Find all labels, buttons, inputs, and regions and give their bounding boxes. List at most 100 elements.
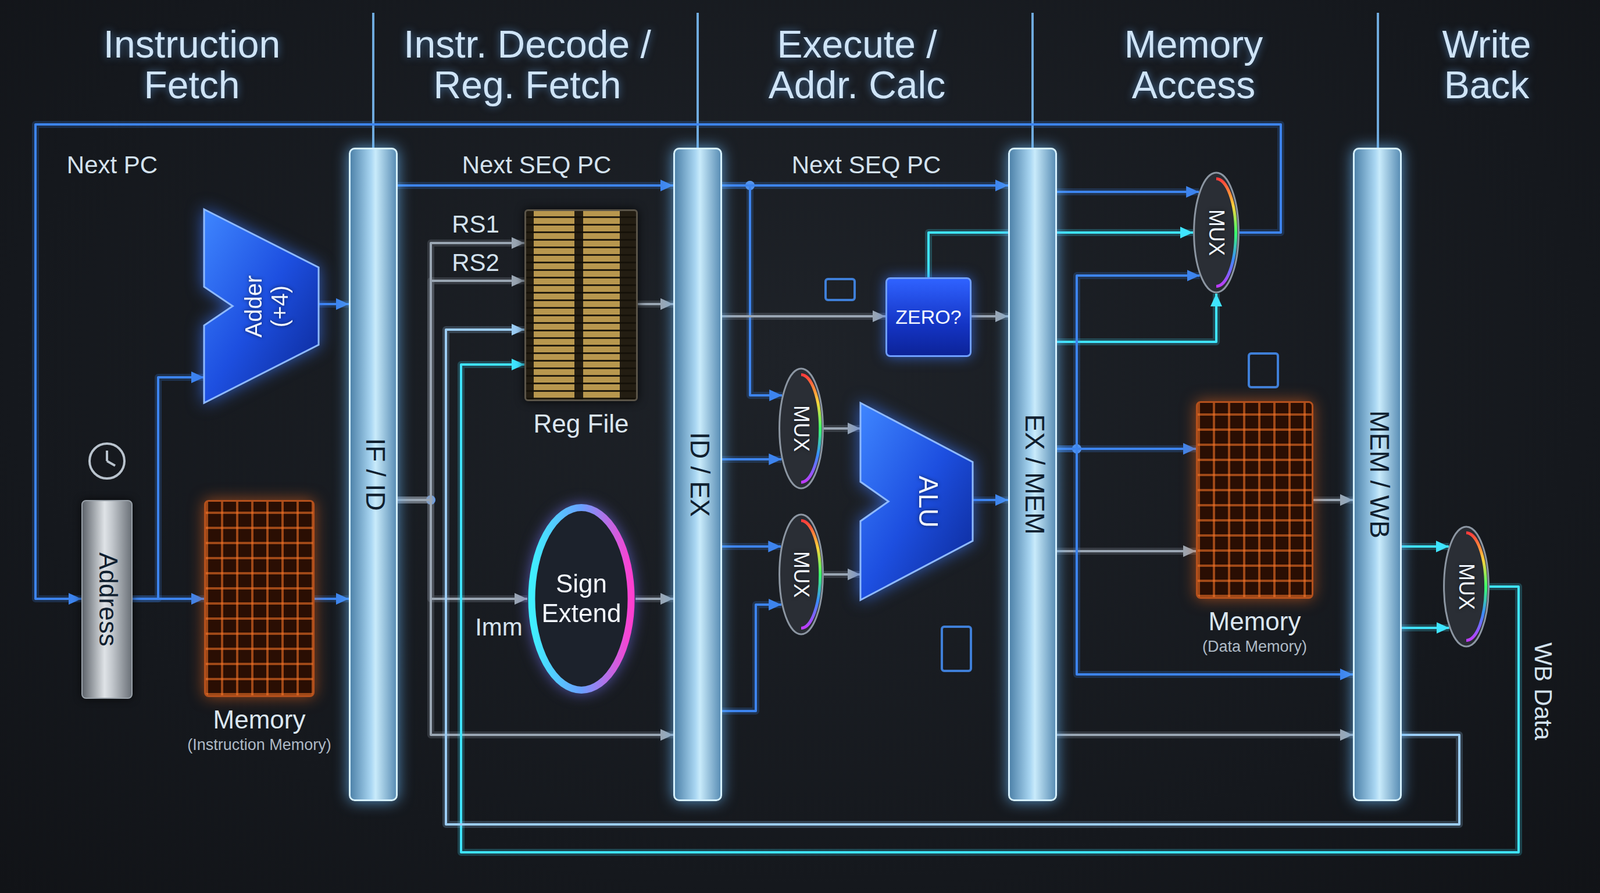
connector (823, 574, 861, 575)
divider-line (1376, 12, 1380, 148)
connector (1056, 293, 1217, 342)
connector-line (722, 604, 782, 712)
multiplexer: MUX (1193, 171, 1240, 294)
connector-line (972, 498, 1009, 502)
component-title: Reg File (453, 408, 710, 440)
connector-line (722, 315, 886, 318)
node-label: Adder (+4) (241, 259, 294, 353)
document-icon (941, 626, 971, 671)
component-subtitle: (Data Memory) (1126, 637, 1383, 656)
signal-label: Next SEQ PC (462, 151, 612, 179)
signal-label: RS1 (451, 211, 500, 238)
connector-glow (1401, 624, 1450, 632)
node-label: Sign Extend (533, 569, 630, 628)
connector (1056, 191, 1199, 193)
pc-register: Address (81, 500, 133, 699)
chevron-fill (860, 402, 973, 600)
connector (635, 598, 674, 600)
connector-line (1401, 626, 1450, 630)
connector-glow (1056, 188, 1199, 196)
clock-face (89, 443, 125, 479)
connector-glow (823, 425, 861, 432)
node-label: MEM / WB (1363, 410, 1395, 539)
alu-unit: ALU (860, 402, 973, 600)
zero-test: ZERO? (885, 277, 972, 357)
signal-label: Imm (475, 613, 523, 641)
connector-glow (722, 185, 782, 396)
connector (314, 598, 349, 600)
connector-glow (722, 312, 886, 320)
connector (1401, 627, 1450, 629)
pipeline-register: EX / MEM (1008, 147, 1057, 802)
signal-label: RS2 (451, 249, 500, 277)
signal-label: Next PC (66, 151, 158, 179)
connector-line (1056, 293, 1217, 342)
connector-line (823, 427, 861, 430)
node-label: ZERO? (888, 305, 969, 329)
connector-line (722, 184, 1009, 187)
connector (722, 459, 782, 460)
connector-line (1056, 733, 1353, 737)
connector-glow (722, 604, 782, 712)
clock-icon (89, 443, 125, 479)
connector-line (314, 597, 349, 600)
node-label: MUX (1204, 209, 1228, 256)
component-title: Memory (1126, 606, 1383, 638)
node-label: MUX (789, 405, 813, 452)
connector (823, 428, 861, 430)
connector (318, 304, 349, 305)
caption-block: Reg File (453, 408, 710, 440)
connector (1056, 275, 1200, 449)
connector-glow (971, 312, 1009, 320)
mux-body (779, 368, 824, 489)
connector (928, 232, 1194, 278)
connector-glow (972, 496, 1009, 504)
connector-line (445, 329, 1460, 825)
stage-heading: Write Back (1411, 24, 1563, 106)
connector-line (928, 232, 1194, 278)
connector-glow (1056, 731, 1353, 739)
connector-glow (722, 455, 782, 463)
stage-heading: Memory Access (1088, 24, 1299, 106)
node-label: MUX (789, 551, 813, 598)
connector-glow (823, 570, 861, 578)
connector (722, 185, 782, 396)
connector-glow (928, 232, 1194, 278)
connector (132, 377, 205, 599)
connector-glow (635, 595, 674, 603)
signal-label: Next SEQ PC (791, 151, 942, 179)
multiplexer: MUX (778, 513, 824, 636)
connector-glow (1401, 543, 1449, 550)
connector-line (132, 377, 205, 599)
connector-line (397, 184, 674, 187)
node-label: ALU (912, 475, 944, 528)
connector (397, 500, 674, 735)
connector-line (1401, 545, 1449, 548)
connector-line (722, 545, 781, 548)
connector-glow (1056, 293, 1217, 342)
connector-glow (1313, 496, 1353, 504)
connector-line (823, 573, 861, 576)
node-label: EX / MEM (1019, 413, 1050, 535)
connector-line (722, 458, 782, 461)
connector-glow (722, 181, 1009, 189)
connector-line (1056, 275, 1200, 449)
bus-label: WB Data (1529, 642, 1557, 741)
connector-glow (318, 300, 349, 308)
connector-glow (314, 595, 349, 603)
connector-glow (132, 377, 205, 599)
connector-glow (397, 500, 674, 735)
note-icon (1248, 353, 1278, 388)
connector (722, 604, 782, 712)
chevron-fill (204, 209, 319, 403)
stage-heading: Execute / Addr. Calc (740, 24, 974, 106)
connector (722, 546, 781, 548)
node-label: Address (93, 552, 123, 646)
multiplexer: MUX (778, 367, 824, 490)
connector (132, 598, 205, 600)
connector (445, 329, 1460, 825)
connector (722, 316, 886, 317)
connector-line (1313, 498, 1353, 502)
connector (637, 304, 674, 305)
mux-body (1444, 526, 1489, 647)
